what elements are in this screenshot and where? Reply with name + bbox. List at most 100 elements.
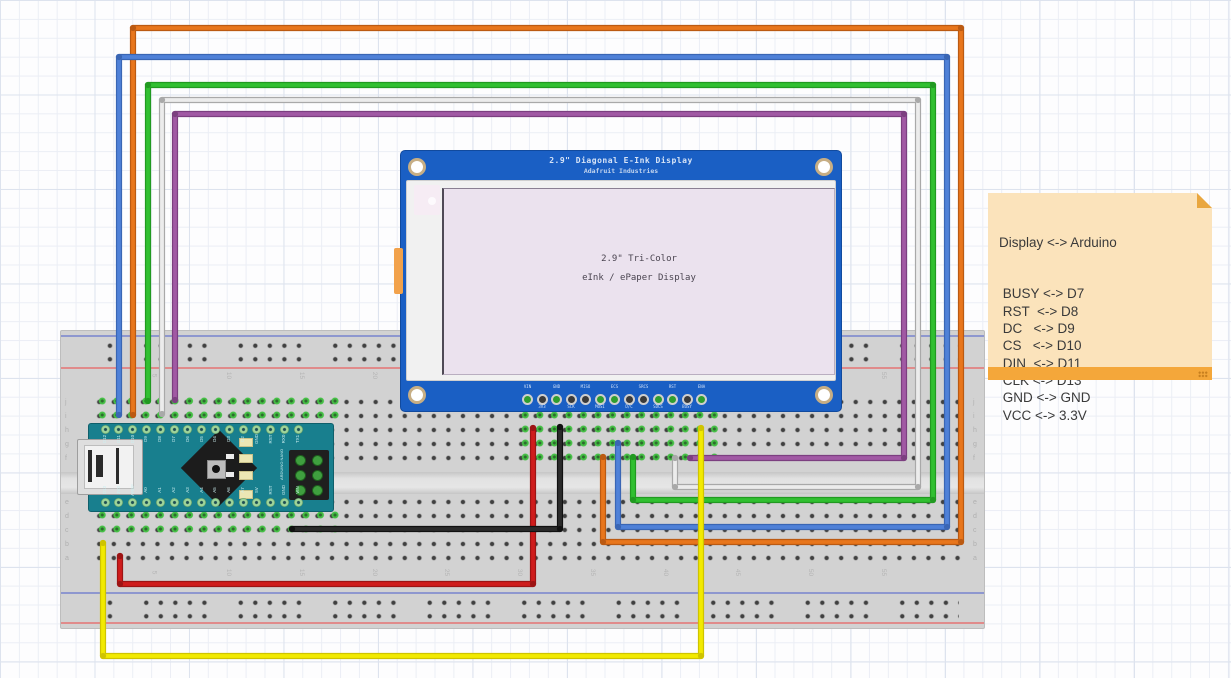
nano-pin-D11[interactable]: [114, 424, 124, 434]
nano-pin-A5[interactable]: [210, 497, 220, 507]
display-pin-SCK[interactable]: [565, 393, 577, 405]
display-pin-label: MISO: [580, 384, 591, 389]
nano-pin-D7[interactable]: [169, 424, 179, 434]
nano-pin-label: A7: [240, 487, 245, 493]
nano-pin-A6[interactable]: [224, 497, 234, 507]
display-pin-SDCS[interactable]: [652, 393, 664, 405]
nano-pin-label: A3: [184, 487, 190, 493]
sticky-note[interactable]: Display <-> Arduino BUSY <-> D7 RST <-> …: [988, 193, 1212, 423]
display-pin-ECS[interactable]: [609, 393, 620, 405]
note-line: DC <-> D9: [999, 321, 1075, 337]
row-letter: b: [65, 541, 69, 548]
nano-pin-D13[interactable]: [100, 497, 110, 507]
nano-pin-TX1[interactable]: [293, 424, 303, 434]
note-bottom-bar: [988, 367, 1212, 380]
display-pin-label: ECS: [610, 384, 619, 389]
note-resize-grip[interactable]: [1198, 371, 1208, 378]
row-letter: i: [65, 413, 67, 420]
icsp-pin[interactable]: [312, 470, 323, 481]
wire-bendpoint[interactable]: [697, 652, 705, 660]
display-pin-BUSY[interactable]: [681, 393, 693, 405]
bottom-rail-holes: [99, 596, 959, 623]
nano-pin-A0[interactable]: [141, 497, 151, 507]
wire-bendpoint[interactable]: [943, 53, 951, 61]
connected-holes-below-nano: [95, 508, 341, 536]
icsp-pin[interactable]: [312, 485, 323, 496]
display-pin-VIN[interactable]: [522, 393, 533, 405]
wire-bendpoint[interactable]: [914, 96, 922, 104]
display-subtitle: Adafruit Industries: [583, 167, 659, 175]
nano-pin-D2[interactable]: [238, 424, 248, 434]
nano-pin-D9[interactable]: [141, 424, 151, 434]
display-pin-GND[interactable]: [551, 393, 562, 405]
connected-holes-above-nano: [95, 394, 341, 422]
nano-pin-A3[interactable]: [183, 497, 193, 507]
wire-bendpoint[interactable]: [115, 53, 123, 61]
icsp-pin[interactable]: [295, 455, 306, 466]
wire-bendpoint[interactable]: [900, 110, 908, 118]
nano-pin-VIN[interactable]: [293, 497, 303, 507]
display-pin-label: SRCS: [638, 384, 649, 389]
note-line: VCC <-> 3.3V: [999, 407, 1087, 423]
row-letter: j: [973, 399, 975, 406]
connected-holes-display: [518, 408, 721, 464]
column-number: 20: [370, 371, 378, 380]
eink-display-module[interactable]: 2.9" Diagonal E-Ink Display Adafruit Ind…: [394, 150, 842, 412]
nano-pin-A2[interactable]: [169, 497, 179, 507]
note-line: GND <-> GND: [999, 390, 1091, 406]
screen-text-line1: 2.9" Tri-Color: [601, 254, 677, 264]
icsp-pin[interactable]: [312, 455, 323, 466]
nano-pin-A1[interactable]: [155, 497, 165, 507]
display-pin-label: SCK: [567, 404, 575, 409]
wire-bendpoint[interactable]: [129, 24, 137, 32]
wire-bendpoint[interactable]: [929, 81, 937, 89]
mount-hole-bottom-right: [815, 386, 833, 404]
row-letter: f: [973, 455, 975, 462]
wire-bendpoint[interactable]: [171, 110, 179, 118]
nano-pin-label: A6: [226, 487, 232, 493]
wire-bendpoint[interactable]: [144, 81, 152, 89]
column-number: 40: [661, 568, 669, 577]
note-line: CS <-> D10: [999, 338, 1082, 354]
nano-pin-AREF[interactable]: [128, 497, 138, 507]
nano-pin-D8[interactable]: [155, 424, 165, 434]
row-letter: i: [973, 413, 975, 420]
wire-bendpoint[interactable]: [158, 96, 166, 104]
display-pin-ENA[interactable]: [696, 393, 707, 405]
note-line: BUSY <-> D7: [999, 286, 1085, 302]
nano-pin-5V[interactable]: [252, 497, 262, 507]
nano-silkscreen-text: ARDUINO NANO: [279, 448, 284, 480]
nano-pin-RX0[interactable]: [279, 424, 289, 434]
row-letter: g: [973, 441, 977, 448]
wire-bendpoint[interactable]: [957, 24, 965, 32]
nano-pin-A7[interactable]: [238, 497, 248, 507]
nano-pin-RST[interactable]: [266, 497, 276, 507]
column-number: 10: [225, 568, 233, 577]
display-pin-RST[interactable]: [667, 393, 678, 405]
display-pin-3V3[interactable]: [536, 393, 548, 405]
nano-pin-D6[interactable]: [183, 424, 193, 434]
nano-pin-D12[interactable]: [100, 424, 110, 434]
nano-pin-GND[interactable]: [279, 497, 289, 507]
nano-pin-D4[interactable]: [210, 424, 220, 434]
display-pin-SRCS[interactable]: [638, 393, 649, 405]
display-pin-MOSI[interactable]: [594, 393, 606, 405]
note-title: Display <-> Arduino: [999, 234, 1117, 250]
column-number: 30: [516, 568, 524, 577]
display-pin-MISO[interactable]: [580, 393, 591, 405]
column-number: 45: [734, 568, 742, 577]
nano-pin-D5[interactable]: [197, 424, 207, 434]
row-letter: c: [973, 527, 977, 534]
row-letter: h: [973, 427, 977, 434]
nano-pin-D3[interactable]: [224, 424, 234, 434]
wire-bendpoint[interactable]: [99, 652, 107, 660]
nano-pin-label: RST: [267, 485, 273, 495]
row-letter: a: [65, 555, 69, 562]
nano-pin-A4[interactable]: [197, 497, 207, 507]
nano-pin-D10[interactable]: [128, 424, 138, 434]
reset-button[interactable]: [207, 460, 226, 479]
nano-pin-RST[interactable]: [266, 424, 276, 434]
display-pin-D/C[interactable]: [623, 393, 635, 405]
nano-pin-GND[interactable]: [252, 424, 262, 434]
nano-pin-3V3[interactable]: [114, 497, 124, 507]
